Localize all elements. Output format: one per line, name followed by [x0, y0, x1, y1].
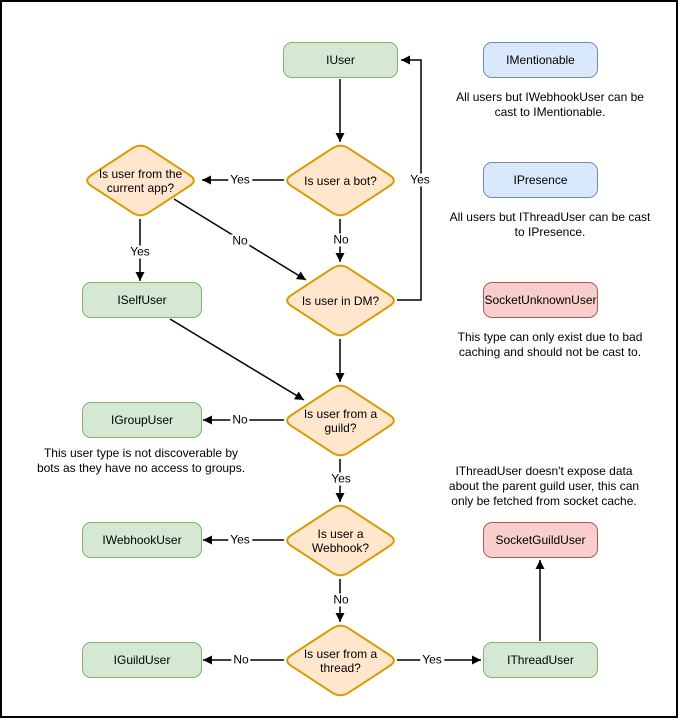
- note-ithreaduser: IThreadUser doesn't expose data about th…: [448, 464, 640, 508]
- edge-label-webhook-no: No: [331, 592, 351, 607]
- decision-label: Is user in DM?: [301, 293, 380, 308]
- decision-is-user-from-thread: Is user from a thread?: [283, 623, 398, 698]
- edge-label-bot-no: No: [331, 232, 351, 247]
- edge-label-webhook-yes: Yes: [228, 532, 252, 547]
- node-socketguilduser: SocketGuildUser: [483, 522, 598, 558]
- node-ithreaduser: IThreadUser: [483, 642, 598, 678]
- decision-is-user-a-webhook: Is user a Webhook?: [283, 503, 398, 578]
- note-socketunknownuser: This type can only exist due to bad cach…: [457, 330, 643, 359]
- edge-label-current-app-yes: Yes: [128, 244, 152, 259]
- note-igroupuser: This user type is not discoverable by bo…: [36, 446, 246, 475]
- edge-label-guild-no: No: [230, 412, 250, 427]
- node-iwebhookuser: IWebhookUser: [82, 522, 202, 558]
- edge-label-guild-yes: Yes: [329, 471, 353, 486]
- edge-label-bot-yes: Yes: [228, 172, 252, 187]
- decision-is-user-from-guild: Is user from a guild?: [283, 383, 398, 458]
- decision-label: Is user a Webhook?: [311, 526, 370, 555]
- decision-is-user-a-bot: Is user a bot?: [283, 143, 398, 218]
- node-ipresence: IPresence: [483, 162, 598, 198]
- edge-label-current-app-no: No: [230, 233, 250, 248]
- node-iuser: IUser: [283, 42, 398, 78]
- edge-label-dm-yes: Yes: [408, 172, 432, 187]
- decision-is-user-in-dm: Is user in DM?: [283, 263, 398, 338]
- node-imentionable: IMentionable: [483, 42, 598, 78]
- diamond-shape: [286, 264, 395, 337]
- note-ipresence: All users but IThreadUser can be cast to…: [449, 210, 651, 239]
- edge-label-thread-yes: Yes: [420, 652, 444, 667]
- diamond-shape: [286, 504, 395, 577]
- decision-is-user-from-current-app: Is user from the current app?: [83, 143, 198, 218]
- decision-label: Is user from the current app?: [98, 166, 183, 195]
- node-iselfuser: ISelfUser: [82, 282, 202, 318]
- note-imentionable: All users but IWebhookUser can be cast t…: [456, 90, 644, 119]
- decision-label: Is user from a thread?: [303, 646, 378, 675]
- diamond-shape: [286, 624, 395, 697]
- node-igroupuser: IGroupUser: [82, 402, 202, 438]
- diamond-shape: [86, 144, 195, 217]
- edge-label-thread-no: No: [231, 652, 251, 667]
- node-socketunknownuser: SocketUnknownUser: [483, 282, 598, 318]
- diamond-shape: [286, 384, 395, 457]
- diamond-shape: [286, 144, 395, 217]
- decision-label: Is user a bot?: [304, 173, 377, 188]
- node-iguilduser: IGuildUser: [82, 642, 202, 678]
- decision-label: Is user from a guild?: [303, 406, 378, 435]
